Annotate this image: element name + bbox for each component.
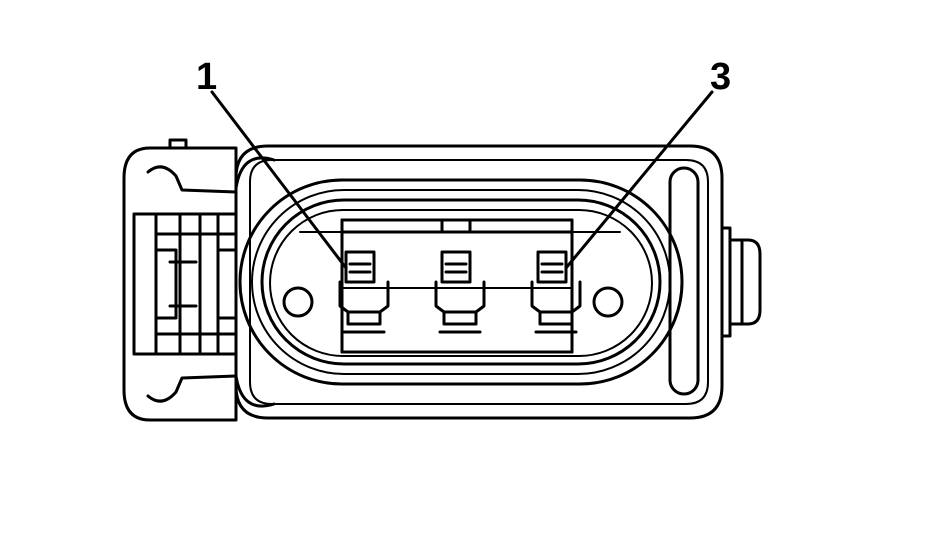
leader-line-1 xyxy=(210,90,348,270)
terminal-2 xyxy=(434,250,486,334)
terminal-3 xyxy=(530,250,582,334)
guide-hole-right xyxy=(592,286,624,318)
callout-1: 1 xyxy=(196,56,218,98)
locking-latch xyxy=(122,138,238,422)
guide-hole-left xyxy=(282,286,314,318)
callout-3: 3 xyxy=(710,56,732,98)
connector-housing xyxy=(234,144,724,420)
seal-rings xyxy=(238,178,684,386)
terminal-block xyxy=(299,218,621,354)
side-tab xyxy=(720,226,762,338)
terminal-1 xyxy=(338,250,390,334)
leader-line-3 xyxy=(564,90,714,270)
